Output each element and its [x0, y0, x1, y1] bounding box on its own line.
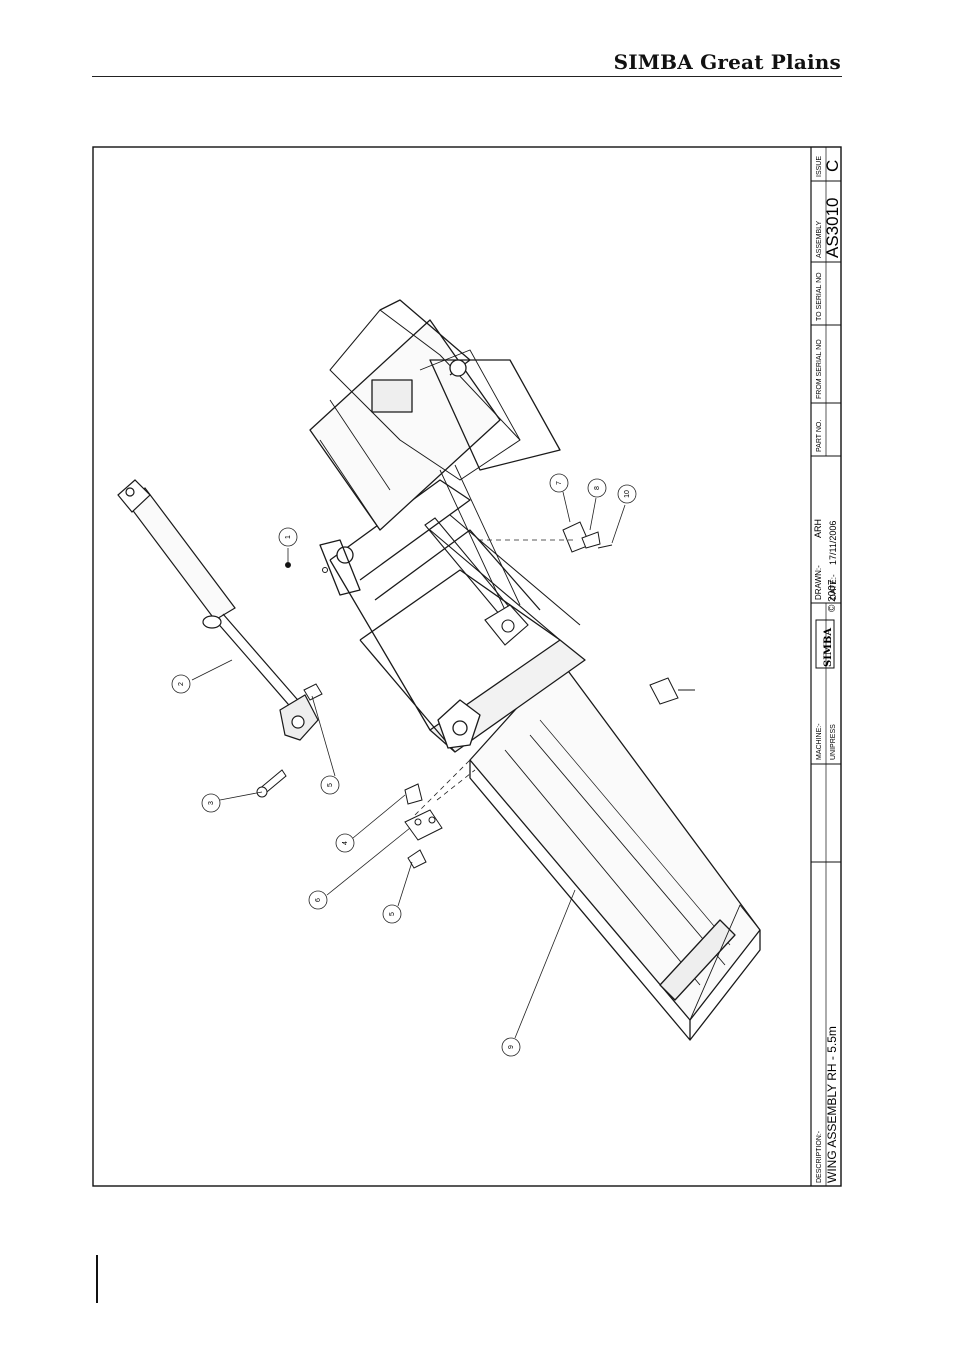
callout-2: 2: [172, 675, 190, 693]
date-value: 17/11/2006: [828, 521, 838, 565]
svg-text:8: 8: [594, 486, 601, 490]
logo-text: SIMBA: [823, 628, 834, 667]
callout-6: 6: [309, 891, 327, 909]
callout-3: 3: [202, 794, 220, 812]
assembly-label: ASSEMBLY: [816, 220, 823, 258]
drawn-label: DRAWN:-: [814, 565, 823, 600]
svg-text:7: 7: [556, 481, 563, 485]
callout-4: 4: [336, 834, 354, 852]
svg-text:1: 1: [285, 535, 292, 539]
svg-text:4: 4: [342, 841, 349, 845]
callout-1: 1: [279, 528, 297, 546]
machine-label: MACHINE:-: [816, 723, 823, 760]
svg-text:10: 10: [624, 490, 631, 498]
callout-9: 9: [502, 1038, 520, 1056]
issue-label: ISSUE: [816, 156, 823, 177]
drawn-value: ARH: [813, 519, 823, 538]
title-block: DESCRIPTION:- WING ASSEMBLY RH - 5.5m MA…: [811, 147, 842, 1186]
machine-value: UNIPRESS: [830, 724, 837, 760]
svg-text:3: 3: [208, 801, 215, 805]
from-serial-label: FROM SERIAL NO: [816, 339, 823, 399]
svg-text:9: 9: [508, 1045, 515, 1049]
svg-text:5: 5: [389, 912, 396, 916]
callout-8: 8: [588, 479, 606, 497]
callout-5b: 5: [383, 905, 401, 923]
issue-value: C: [823, 160, 842, 172]
svg-text:6: 6: [315, 898, 322, 902]
simba-logo: SIMBA: [816, 620, 834, 668]
date-label: DATE:-: [829, 574, 838, 600]
part-no-label: PART NO.: [816, 420, 823, 452]
callout-7: 7: [550, 474, 568, 492]
to-serial-label: TO SERIAL NO: [816, 272, 823, 321]
callout-10: 10: [618, 485, 636, 503]
svg-text:2: 2: [178, 682, 185, 686]
svg-text:5: 5: [327, 783, 334, 787]
callout-5a: 5: [321, 776, 339, 794]
wing-frame: [310, 300, 760, 1040]
margin-rule: [96, 1255, 98, 1303]
description-label: DESCRIPTION:-: [816, 1130, 823, 1183]
assembly-value: AS3010: [823, 198, 842, 259]
description-value: WING ASSEMBLY RH - 5.5m: [825, 1026, 839, 1183]
drawing-frame: [93, 147, 841, 1186]
hydraulic-cylinder: [118, 480, 318, 740]
